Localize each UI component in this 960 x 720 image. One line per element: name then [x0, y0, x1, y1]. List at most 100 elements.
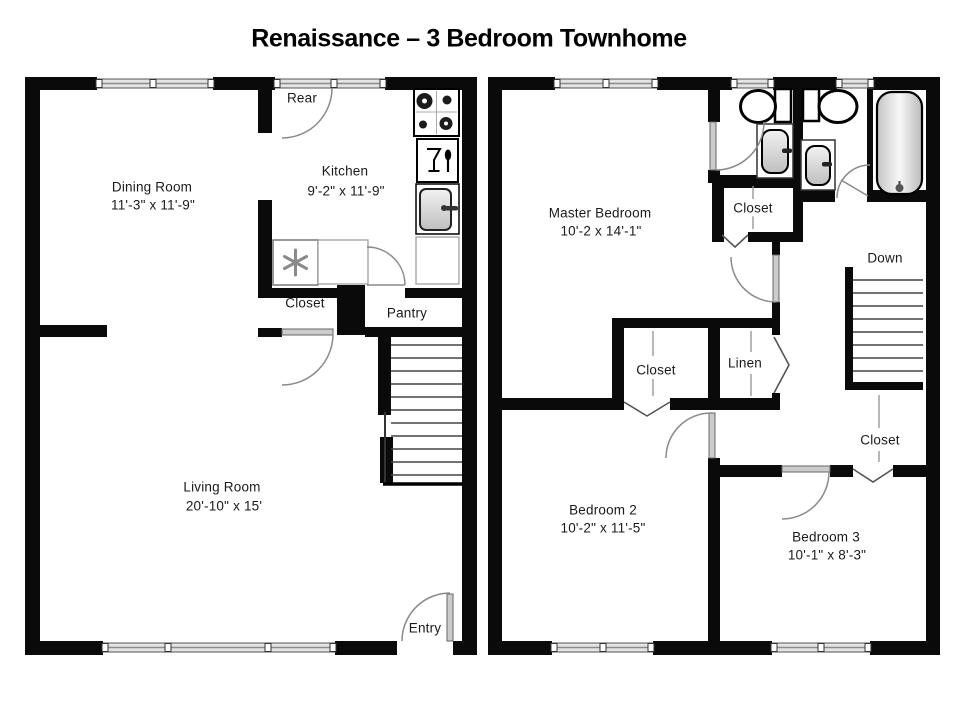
hall-closet-bifold-door	[623, 401, 671, 417]
master-closet-bifold-door	[721, 234, 749, 249]
bedroom3-door-leaf	[781, 465, 831, 473]
window-mullion	[101, 643, 109, 652]
window-mullion	[149, 79, 157, 88]
linen-label: Linen	[724, 355, 766, 371]
window-mullion	[767, 79, 775, 88]
wall-segment	[708, 458, 720, 655]
living-room-dims: 20'-10" x 15'	[185, 498, 263, 514]
wall-segment	[502, 641, 552, 655]
window-mullion	[770, 643, 778, 652]
window-mullion	[553, 79, 561, 88]
wall-segment	[748, 232, 803, 242]
window-mullion	[647, 643, 655, 652]
wall-segment	[462, 77, 477, 655]
master-closet-label: Closet	[730, 200, 776, 216]
bath-door-arc	[715, 121, 765, 171]
wall-segment	[670, 398, 780, 410]
bath2-door-arc	[836, 164, 871, 199]
dining-room-dims: 11'-3" x 11'-9"	[110, 197, 196, 213]
window-mullion	[329, 643, 337, 652]
wall-segment	[488, 77, 502, 655]
wall-segment	[40, 641, 103, 655]
kitchen-door-arc	[366, 246, 406, 286]
wall-segment	[793, 90, 803, 242]
dining-room-label: Dining Room	[111, 179, 193, 195]
entry-door-leaf	[446, 593, 454, 642]
kitchen-fixtures	[272, 88, 460, 286]
wall-segment	[502, 77, 555, 90]
wall-segment	[612, 328, 624, 398]
bedroom3-door-arc	[781, 471, 830, 520]
wall-segment	[25, 325, 107, 337]
entry-label: Entry	[408, 620, 442, 636]
rear-door-label: Rear	[286, 90, 318, 106]
wall-segment	[258, 328, 282, 337]
wall-segment	[25, 77, 40, 655]
wall-segment	[405, 288, 462, 298]
wall-segment	[258, 200, 272, 298]
wall-segment	[385, 77, 462, 90]
bedroom3-closet-bifold-door	[852, 468, 894, 483]
bedroom2-door-arc	[665, 412, 712, 459]
wall-segment	[893, 465, 926, 477]
window-mullion	[379, 79, 387, 88]
window-mullion	[817, 643, 825, 652]
kitchen-faucet	[445, 206, 458, 211]
wall-segment	[926, 77, 940, 655]
wall-segment	[612, 318, 780, 328]
bathtub	[875, 90, 924, 196]
dishwasher	[416, 138, 459, 183]
window-mullion	[273, 79, 281, 88]
toilet-bowl	[739, 89, 777, 124]
kitchen-faucet-knob	[441, 205, 447, 211]
wall-segment	[772, 302, 780, 335]
wall-segment	[378, 337, 391, 415]
tub-drain	[895, 184, 904, 192]
refrigerator-asterisk-icon	[283, 248, 308, 277]
bedroom3-dims: 10'-1" x 8'-3"	[787, 547, 867, 563]
closet-label-floor1: Closet	[285, 295, 325, 311]
master-door-arc	[730, 256, 777, 303]
closet-rod-lines	[652, 186, 880, 462]
window-mullion	[207, 79, 215, 88]
wall-segment	[720, 465, 782, 477]
walls-layer	[25, 77, 940, 655]
linen-bifold-door	[773, 336, 790, 394]
wall-segment	[337, 285, 365, 335]
wall-segment	[40, 77, 97, 90]
door-arcs	[281, 87, 871, 642]
living-room-label: Living Room	[183, 479, 261, 495]
stove-burner-center	[444, 121, 448, 126]
window-mullion	[864, 643, 872, 652]
bathroom-faucet	[782, 148, 792, 153]
toilet-tank	[773, 87, 793, 124]
wall-segment	[712, 183, 724, 242]
door-leaves	[281, 121, 831, 642]
bedroom2-dims: 10'-2" x 11'-5"	[560, 520, 646, 536]
wall-segment	[258, 90, 272, 133]
kitchen-label: Kitchen	[321, 163, 369, 179]
down-label: Down	[867, 250, 903, 266]
counter	[415, 236, 460, 285]
master-door-leaf	[772, 254, 780, 303]
window-mullion	[164, 643, 172, 652]
window-mullion	[651, 79, 659, 88]
wall-segment	[708, 328, 720, 398]
window-mullion	[867, 79, 875, 88]
rear-door-arc	[281, 87, 333, 139]
wall-segment	[258, 288, 337, 298]
stove-burner-center	[422, 98, 427, 104]
wall-segment	[803, 190, 835, 202]
wall-segment	[502, 398, 624, 410]
entry-door-arc	[401, 592, 451, 642]
stove-burner	[419, 120, 427, 129]
wall-segment	[213, 77, 275, 90]
bedroom2-door-leaf	[708, 412, 716, 459]
window-mullion	[730, 79, 738, 88]
window-mullion	[95, 79, 103, 88]
wall-segment	[773, 77, 837, 90]
wall-segment	[870, 641, 940, 655]
wall-segment	[772, 242, 780, 255]
wall-segment	[867, 88, 873, 198]
